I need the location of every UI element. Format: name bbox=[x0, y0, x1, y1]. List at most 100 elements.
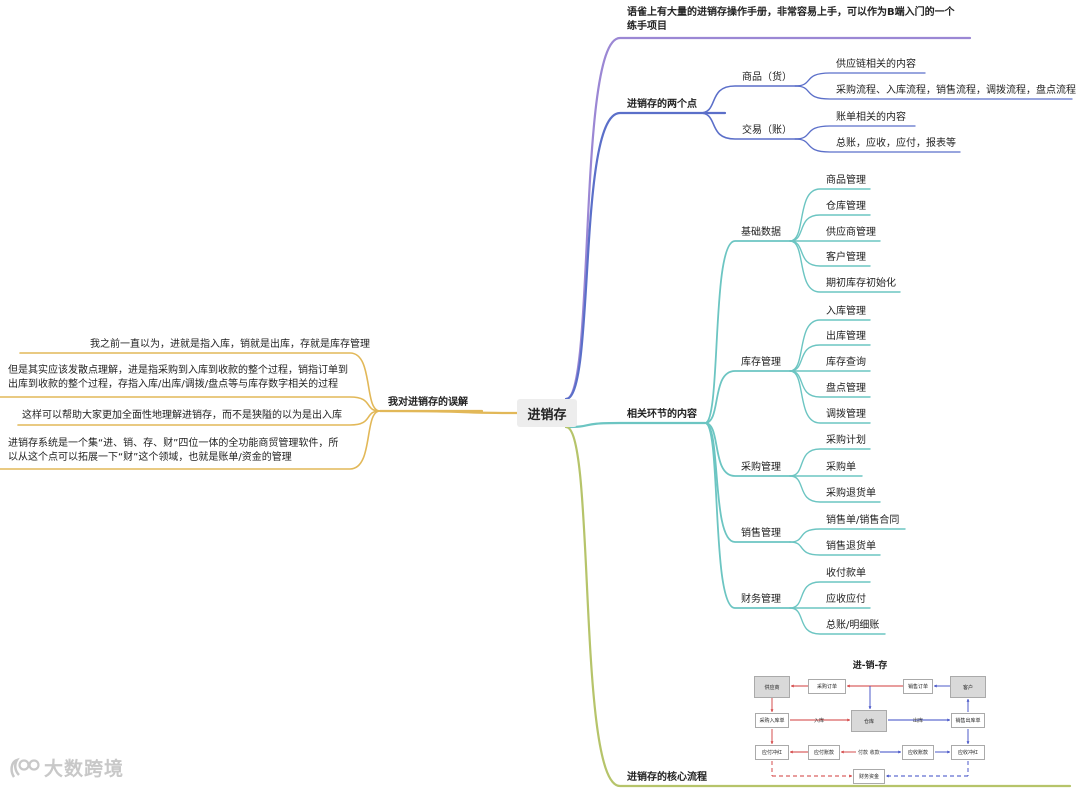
flow-po-to-supplier-arrow bbox=[791, 684, 794, 688]
two-points-node[interactable]: 进销存的两个点 bbox=[627, 99, 697, 110]
connector-group-0-item-4 bbox=[789, 240, 901, 293]
finance-item-1[interactable]: 收付款单 bbox=[826, 568, 866, 579]
flow-label-pay-receive: 付款 收款 bbox=[858, 750, 880, 756]
group-basic-data[interactable]: 基础数据 bbox=[741, 227, 781, 238]
goods-node[interactable]: 商品（货） bbox=[742, 72, 792, 83]
flow-warehouse: 仓库 bbox=[851, 710, 887, 732]
connector-group-0-item-1 bbox=[789, 214, 871, 242]
sales-item-2[interactable]: 销售退货单 bbox=[826, 541, 876, 552]
brand-icon bbox=[10, 757, 40, 778]
connector-group-0-item-0 bbox=[789, 188, 871, 242]
misunderstanding-item-2[interactable]: 但是其实应该发散点理解，进是指采购到入库到收款的整个过程，销指订单到出库到收款的… bbox=[8, 365, 348, 390]
basic-item-1[interactable]: 商品管理 bbox=[826, 175, 866, 186]
connector-goods bbox=[699, 85, 801, 114]
flow-receivable-to-fund-arrow bbox=[886, 774, 889, 778]
flow-sales-out: 销售出库单 bbox=[951, 713, 985, 728]
flow-supplier: 供应商 bbox=[754, 676, 790, 698]
connector-group-1-item-3 bbox=[789, 370, 871, 398]
trade-item-2[interactable]: 总账，应收，应付，报表等 bbox=[836, 138, 956, 149]
flow-sales-order: 销售订单 bbox=[903, 679, 933, 694]
purchase-item-2[interactable]: 采购单 bbox=[826, 462, 856, 473]
misunderstanding-item-1[interactable]: 我之前一直以为，进就是指入库，销就是出库，存就是库存管理 bbox=[90, 339, 370, 350]
finance-item-3[interactable]: 总账/明细账 bbox=[826, 620, 880, 631]
trade-node[interactable]: 交易（账） bbox=[742, 125, 792, 136]
basic-item-3[interactable]: 供应商管理 bbox=[826, 227, 876, 238]
connector-related bbox=[564, 421, 707, 429]
connector-trade-2 bbox=[794, 138, 961, 153]
connector-group-3-item-1 bbox=[789, 541, 881, 556]
goods-item-1[interactable]: 供应链相关的内容 bbox=[836, 59, 916, 70]
basic-item-5[interactable]: 期初库存初始化 bbox=[826, 278, 896, 289]
flow-receive-to-receivebill-arrow bbox=[898, 750, 901, 754]
connector-group-4-item-0 bbox=[789, 581, 871, 609]
connector-group-1 bbox=[704, 370, 791, 424]
trade-item-1[interactable]: 账单相关的内容 bbox=[836, 112, 906, 123]
connector-misunderstanding-item-2 bbox=[17, 410, 381, 426]
flow-paybill-to-payable-arrow bbox=[790, 750, 793, 754]
related-node[interactable]: 相关环节的内容 bbox=[627, 409, 697, 420]
inventory-item-5[interactable]: 调拨管理 bbox=[826, 409, 866, 420]
inventory-item-3[interactable]: 库存查询 bbox=[826, 357, 866, 368]
root-node[interactable]: 进销存 bbox=[517, 399, 577, 427]
group-inventory[interactable]: 库存管理 bbox=[741, 357, 781, 368]
flow-fund: 财务资金 bbox=[853, 769, 885, 784]
connector-trade bbox=[699, 112, 801, 140]
connector-group-4 bbox=[704, 422, 791, 609]
intro-node[interactable]: 语雀上有大量的进销存操作手册，非常容易上手，可以作为B端入门的一个练手项目 bbox=[627, 7, 955, 32]
flow-so-to-po-arrow bbox=[847, 684, 850, 688]
connector-misunderstanding-item-0 bbox=[19, 352, 381, 412]
connector-group-2 bbox=[704, 422, 791, 477]
watermark-logo: 大数跨境 bbox=[8, 754, 124, 781]
flow-in-to-warehouse-arrow bbox=[847, 718, 850, 722]
flow-supplier-to-in-arrow bbox=[770, 709, 774, 712]
purchase-item-1[interactable]: 采购计划 bbox=[826, 435, 866, 446]
flow-payable-to-fund-arrow bbox=[849, 774, 852, 778]
connector-goods-1 bbox=[794, 72, 926, 87]
connector-group-2-item-0 bbox=[789, 448, 871, 477]
flow-customer: 客户 bbox=[950, 676, 986, 698]
connector-group-2-item-2 bbox=[789, 475, 881, 503]
group-finance[interactable]: 财务管理 bbox=[741, 594, 781, 605]
connector-two-points bbox=[564, 111, 727, 401]
inventory-item-1[interactable]: 入库管理 bbox=[826, 306, 866, 317]
inventory-item-4[interactable]: 盘点管理 bbox=[826, 383, 866, 394]
inventory-item-2[interactable]: 出库管理 bbox=[826, 331, 866, 342]
sales-item-1[interactable]: 销售单/销售合同 bbox=[826, 515, 900, 526]
group-sales[interactable]: 销售管理 bbox=[741, 528, 781, 539]
connector-group-1-item-0 bbox=[789, 319, 871, 372]
flow-receivebill-to-receivable-arrow bbox=[947, 750, 950, 754]
basic-item-4[interactable]: 客户管理 bbox=[826, 252, 866, 263]
watermark-text: 大数跨境 bbox=[44, 758, 125, 780]
basic-item-2[interactable]: 仓库管理 bbox=[826, 201, 866, 212]
connector-misunderstanding bbox=[379, 409, 519, 415]
connector-group-0-item-3 bbox=[789, 240, 871, 267]
flow-receivable: 应收冲红 bbox=[951, 745, 985, 760]
connector-group-4-item-2 bbox=[789, 607, 886, 635]
flow-purchase-in: 采购入库单 bbox=[755, 713, 789, 728]
misunderstanding-item-3[interactable]: 这样可以帮助大家更加全面性地理解进销存，而不是狭隘的以为是出入库 bbox=[22, 410, 342, 421]
flow-label-in: 入库 bbox=[814, 718, 825, 724]
connector-group-0 bbox=[704, 240, 791, 424]
finance-item-2[interactable]: 应收应付 bbox=[826, 594, 866, 605]
flow-pay-to-paybill-arrow bbox=[841, 750, 844, 754]
core-flow-node[interactable]: 进销存的核心流程 bbox=[627, 772, 707, 783]
connector-group-1-item-4 bbox=[789, 370, 871, 424]
root-label: 进销存 bbox=[527, 407, 567, 423]
flow-diagram-title: 进-销-存 bbox=[852, 661, 888, 671]
connector-trade-1 bbox=[794, 125, 916, 140]
connector-misunderstanding-item-3 bbox=[0, 410, 381, 470]
flow-purchase-order: 采购订单 bbox=[808, 679, 846, 694]
flow-pay-bill: 应付账款 bbox=[808, 745, 840, 760]
connector-goods-2 bbox=[794, 85, 1073, 100]
flow-so-to-warehouse-arrow bbox=[868, 706, 872, 709]
group-purchase[interactable]: 采购管理 bbox=[741, 462, 781, 473]
flow-receive-bill: 应收账款 bbox=[902, 745, 934, 760]
flow-out-to-receivable-arrow bbox=[966, 741, 970, 744]
purchase-item-3[interactable]: 采购退货单 bbox=[826, 488, 876, 499]
flow-warehouse-to-out-arrow bbox=[947, 718, 950, 722]
misunderstanding-node[interactable]: 我对进销存的误解 bbox=[388, 397, 468, 408]
misunderstanding-item-4[interactable]: 进销存系统是一个集“进、销、存、财”四位一体的全功能商贸管理软件，所以从这个点可… bbox=[8, 438, 339, 463]
flow-customer-to-so-arrow bbox=[934, 684, 937, 688]
goods-item-2[interactable]: 采购流程、入库流程，销售流程，调拨流程，盘点流程 bbox=[836, 85, 1076, 96]
